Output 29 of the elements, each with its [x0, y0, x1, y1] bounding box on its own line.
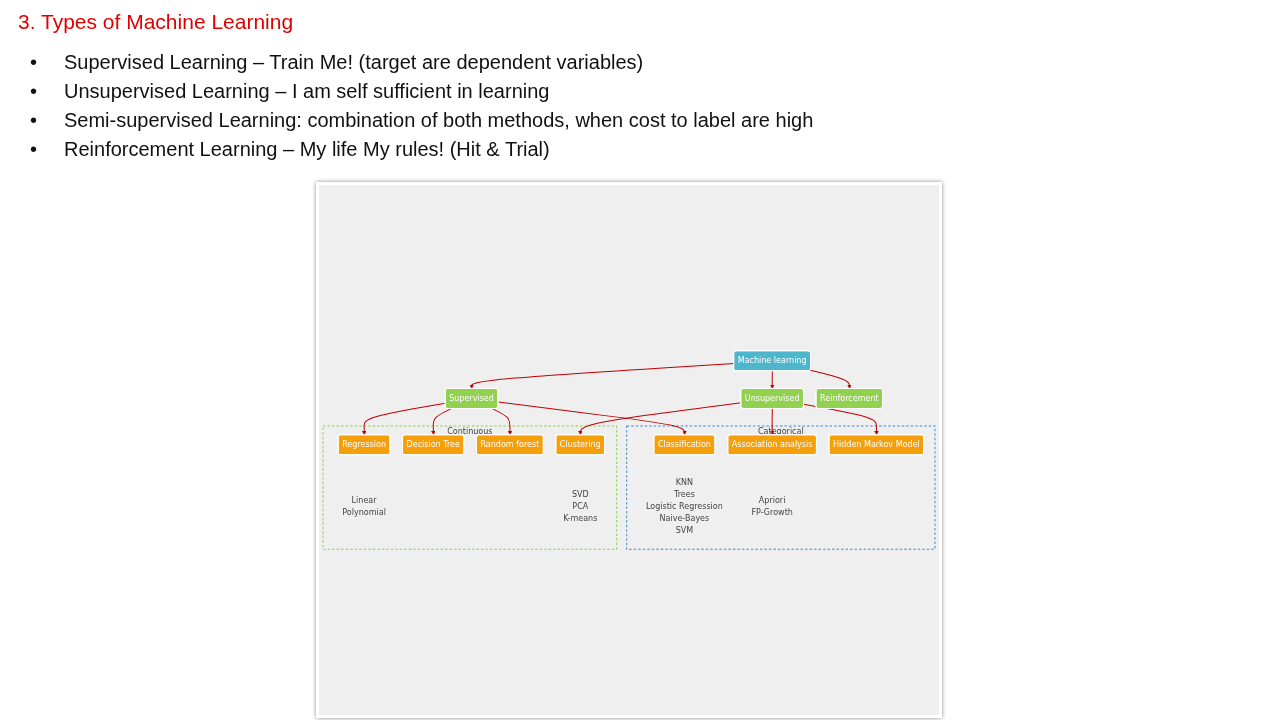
- node-label: Trees: [673, 489, 695, 499]
- slide-title: 3. Types of Machine Learning: [18, 10, 294, 34]
- arrow: [469, 363, 735, 389]
- bullet-text: Semi-supervised Learning: combination of both methods, when cost to label are high: [64, 108, 815, 133]
- node-label: Polynomial: [342, 507, 386, 517]
- node-label: K-means: [563, 513, 598, 523]
- bullet: •: [30, 108, 38, 133]
- arrow: [362, 402, 446, 436]
- node-label: Naive-Bayes: [659, 513, 710, 523]
- bullet: •: [30, 137, 38, 162]
- bullet-text: Unsupervised Learning – I am self sufficient in learning: [64, 79, 551, 104]
- node-label: SVD: [571, 489, 589, 499]
- arrow: [770, 370, 775, 389]
- arrow: [431, 408, 452, 436]
- node-label: PCA: [572, 501, 589, 511]
- bullet: •: [30, 79, 38, 104]
- arrow: [809, 369, 852, 389]
- node-label: Logistic Regression: [645, 501, 723, 511]
- bullet-text: Supervised Learning – Train Me! (target are dependent variables): [64, 50, 645, 75]
- node-label: Apriori: [758, 495, 786, 505]
- arrow: [578, 402, 742, 436]
- arrow: [491, 408, 513, 436]
- node-label: FP-Growth: [751, 507, 793, 517]
- bullet-text: Reinforcement Learning – My life My rules! (Hit & Trial): [64, 137, 551, 162]
- node-label: Linear: [351, 495, 377, 505]
- node-label: SVM: [675, 525, 694, 535]
- bullet: •: [30, 50, 38, 75]
- node-label: KNN: [675, 477, 694, 487]
- arrow: [497, 401, 687, 436]
